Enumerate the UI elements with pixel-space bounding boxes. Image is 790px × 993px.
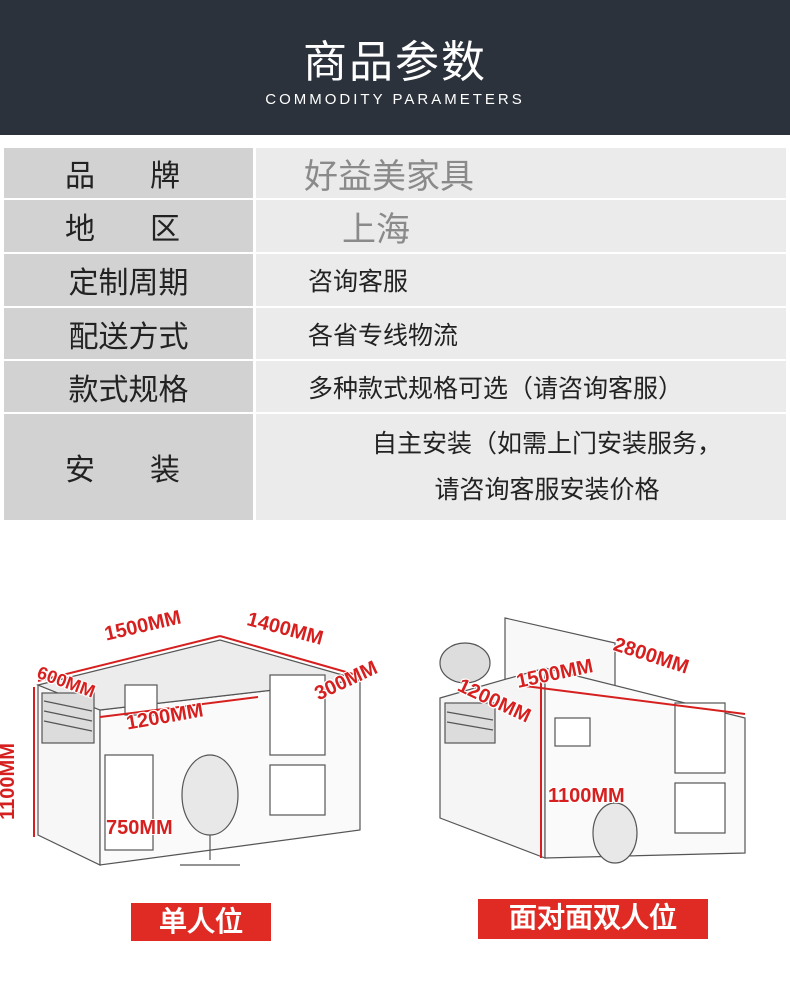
double-desk-illustration (439, 617, 746, 864)
param-label: 品 牌 (4, 148, 256, 198)
double-desk-caption: 面对面双人位 (478, 899, 708, 939)
dimension-label: 1100MM (548, 785, 625, 807)
param-label: 配送方式 (4, 308, 256, 359)
parameter-table: 品 牌 好益美家具 地 区 上海 定制周期 咨询客服 配送方式 各省专线物流 款… (4, 148, 786, 522)
param-label: 地 区 (4, 200, 256, 252)
param-row-delivery: 配送方式 各省专线物流 (4, 308, 786, 361)
param-value-line: 自主安装（如需上门安装服务， (371, 429, 722, 458)
param-value: 各省专线物流 (256, 308, 786, 359)
param-label: 安 装 (4, 414, 256, 520)
dimension-label: 1100MM (0, 743, 19, 820)
param-value: 自主安装（如需上门安装服务， 请咨询客服安装价格 (256, 414, 786, 520)
param-value-line: 请咨询客服安装价格 (434, 475, 660, 504)
param-value: 咨询客服 (256, 254, 786, 306)
param-row-cycle: 定制周期 咨询客服 (4, 254, 786, 308)
page-title: 商品参数 (303, 37, 487, 88)
dimension-label: 750MM (106, 817, 173, 839)
param-label: 款式规格 (4, 361, 256, 412)
single-desk-illustration (33, 635, 361, 866)
param-value: 多种款式规格可选（请咨询客服） (256, 361, 786, 412)
page-subtitle: COMMODITY PARAMETERS (265, 91, 525, 108)
param-row-install: 安 装 自主安装（如需上门安装服务， 请咨询客服安装价格 (4, 414, 786, 522)
param-row-brand: 品 牌 好益美家具 (4, 148, 786, 200)
param-value: 好益美家具 (256, 148, 786, 198)
param-label: 定制周期 (4, 254, 256, 306)
param-value: 上海 (256, 200, 786, 252)
header-banner: 商品参数 COMMODITY PARAMETERS (0, 0, 790, 135)
param-row-region: 地 区 上海 (4, 200, 786, 254)
param-row-spec: 款式规格 多种款式规格可选（请咨询客服） (4, 361, 786, 414)
single-desk-caption: 单人位 (131, 903, 271, 941)
